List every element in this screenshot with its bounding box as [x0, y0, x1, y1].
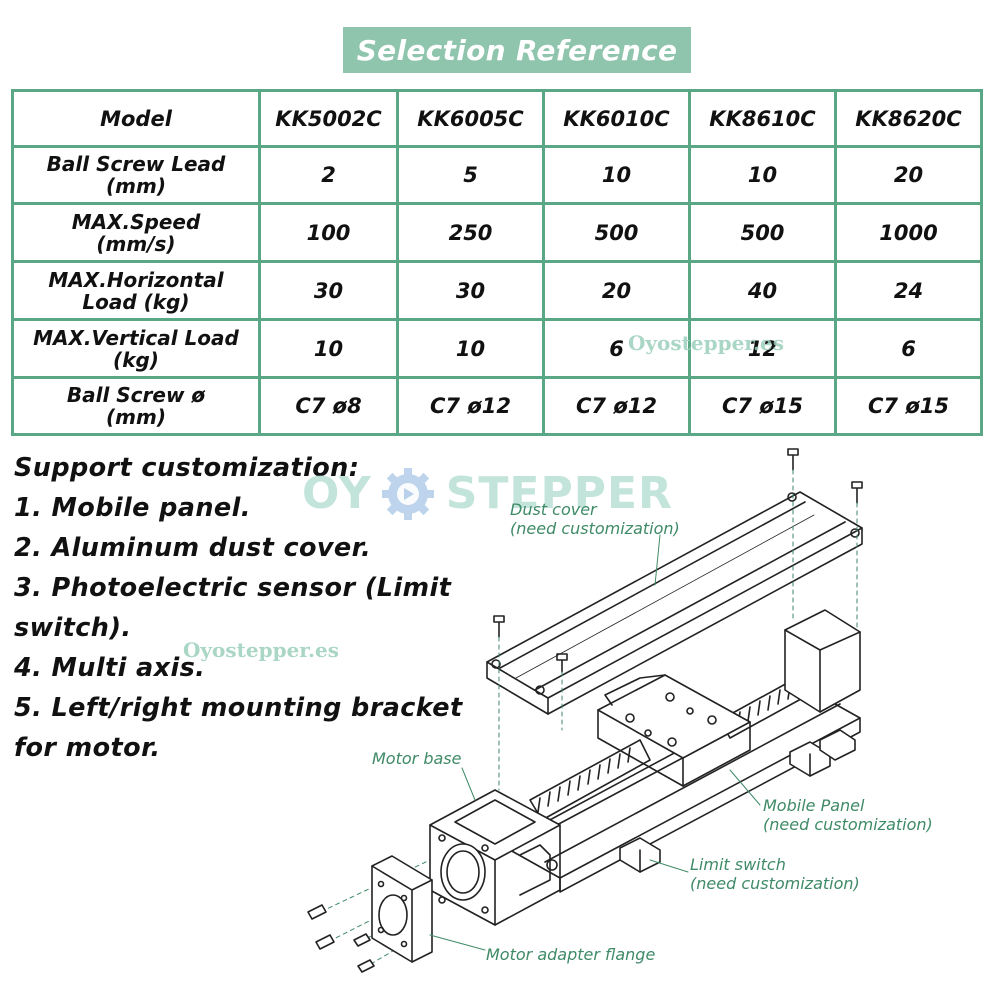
table-cell: 2: [258, 145, 399, 205]
model-kk8610c: KK8610C: [688, 89, 837, 148]
row-label-line2: (mm): [106, 405, 166, 429]
selection-reference-title: Selection Reference: [343, 27, 691, 73]
callout-line1: Motor adapter flange: [486, 945, 656, 964]
table-cell: C7 ø15: [688, 376, 837, 436]
table-cell: 20: [834, 145, 983, 205]
callout-line2: (need customization): [510, 519, 680, 538]
table-cell: 10: [688, 145, 837, 205]
table-cell: 500: [542, 202, 691, 263]
list-item: 1. Mobile panel.: [14, 493, 251, 523]
row-label-line1: Ball Screw Lead: [46, 152, 226, 176]
model-kk8620c: KK8620C: [834, 89, 983, 148]
table-cell: 30: [396, 260, 545, 321]
table-cell: C7 ø12: [396, 376, 545, 436]
motor-base-callout: Motor base: [372, 749, 461, 768]
mobile-panel: [597, 674, 751, 787]
row-label-lead: Ball Screw Lead(mm): [11, 145, 261, 205]
motor-base: [429, 789, 561, 926]
callout-line1: Dust cover: [510, 500, 597, 519]
table-cell: 6: [542, 318, 691, 379]
table-row: MAX.Vertical Load(kg) 10 10 6 12 6: [11, 318, 983, 379]
row-label-line2: (mm): [106, 174, 166, 198]
table-cell: 24: [834, 260, 983, 321]
table-cell: 5: [396, 145, 545, 205]
table-cell: 10: [542, 145, 691, 205]
site-watermark: Oyostepper.es: [628, 331, 784, 355]
row-label-line1: MAX.Speed: [71, 209, 201, 234]
table-cell: C7 ø8: [258, 376, 399, 436]
motor-adapter-flange: [371, 855, 433, 963]
brand-watermark: OY STEPPER: [302, 468, 673, 519]
callout-line1: Mobile Panel: [763, 796, 865, 815]
limit-switch: [619, 729, 856, 873]
brand-watermark-right: STEPPER: [445, 468, 673, 519]
model-kk5002c: KK5002C: [258, 89, 399, 148]
table-row: MAX.Speed(mm/s) 100 250 500 500 1000: [11, 202, 983, 263]
table-cell: 30: [258, 260, 399, 321]
table-cell: C7 ø12: [542, 376, 691, 436]
row-label-line1: MAX.Horizontal: [48, 267, 224, 292]
screws: [307, 904, 375, 973]
callout-line2: (need customization): [763, 815, 933, 834]
table-cell: 10: [396, 318, 545, 379]
table-cell: C7 ø15: [834, 376, 983, 436]
row-label-vertical-load: MAX.Vertical Load(kg): [11, 318, 261, 379]
end-block: [784, 609, 861, 713]
list-item: 5. Left/right mounting bracket: [14, 693, 463, 723]
table-cell: 40: [688, 260, 837, 321]
list-item: 2. Aluminum dust cover.: [14, 533, 372, 563]
model-kk6010c: KK6010C: [542, 89, 691, 148]
gear-icon: [382, 468, 434, 520]
callout-line1: Limit switch: [690, 855, 786, 874]
customization-list: Support customization: 1. Mobile panel. …: [14, 448, 484, 768]
header-model-label: Model: [11, 89, 261, 148]
table-cell: 6: [834, 318, 983, 379]
row-label-line1: MAX.Vertical Load: [33, 325, 239, 350]
selection-table: Model KK5002C KK6005C KK6010C KK8610C KK…: [11, 89, 983, 436]
list-item: switch).: [14, 613, 132, 643]
row-label-ball-screw-diameter: Ball Screw ø(mm): [11, 376, 261, 436]
table-cell: 12: [688, 318, 837, 379]
list-item: 4. Multi axis.: [14, 653, 206, 683]
motor-adapter-flange-callout: Motor adapter flange: [486, 945, 655, 964]
table-row: Ball Screw ø(mm) C7 ø8 C7 ø12 C7 ø12 C7 …: [11, 376, 983, 436]
table-cell: 10: [258, 318, 399, 379]
list-item: for motor.: [14, 733, 161, 763]
limit-switch-callout: Limit switch (need customization): [690, 855, 860, 893]
model-kk6005c: KK6005C: [396, 89, 545, 148]
list-item: 3. Photoelectric sensor (Limit: [14, 573, 452, 603]
row-label-speed: MAX.Speed(mm/s): [11, 202, 261, 263]
row-label-line2: (mm/s): [96, 231, 176, 256]
table-cell: 500: [688, 202, 837, 263]
row-label-line1: Ball Screw ø: [66, 383, 206, 407]
table-row: Ball Screw Lead(mm) 2 5 10 10 20: [11, 145, 983, 205]
table-cell: 1000: [834, 202, 983, 263]
table-header-row: Model KK5002C KK6005C KK6010C KK8610C KK…: [11, 89, 983, 148]
mobile-panel-callout: Mobile Panel (need customization): [763, 796, 933, 834]
table-cell: 100: [258, 202, 399, 263]
customization-heading: Support customization:: [14, 453, 360, 483]
site-watermark: Oyostepper.es: [183, 638, 339, 662]
table-cell: 250: [396, 202, 545, 263]
brand-watermark-left: OY: [302, 468, 372, 519]
row-label-line2: Load (kg): [82, 289, 190, 314]
callout-line2: (need customization): [690, 874, 860, 893]
row-label-line2: (kg): [113, 347, 159, 372]
table-cell: 20: [542, 260, 691, 321]
dust-cover-callout: Dust cover (need customization): [510, 500, 680, 538]
callout-line1: Motor base: [372, 749, 462, 768]
